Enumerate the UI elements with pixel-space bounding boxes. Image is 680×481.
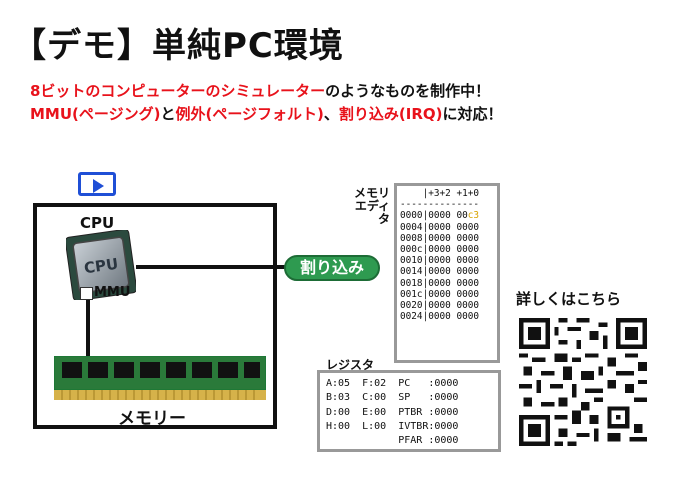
memory-row: 001c|0000 0000	[400, 288, 480, 300]
memory-address: 0010	[400, 255, 423, 267]
description-line-2: MMU(ページング)と例外(ページフォルト)、割り込み(IRQ)に対応！	[30, 103, 503, 124]
memory-address: 0004	[400, 221, 423, 233]
memory-cell-cursor[interactable]: c3	[467, 210, 480, 222]
memory-row: 0020|0000 0000	[400, 299, 480, 311]
memory-cell[interactable]: 0000	[456, 311, 480, 323]
qr-label: 詳しくはこちら	[516, 290, 622, 308]
irq-bus-line	[136, 265, 288, 269]
description-seg: 割り込み(IRQ)	[338, 105, 443, 123]
memory-module-icon	[54, 356, 266, 400]
register-row: D:00 E:00 PTBR :0000	[326, 406, 459, 418]
qr-code-icon[interactable]	[519, 318, 647, 446]
memory-address: 001c	[400, 288, 423, 300]
memory-editor-separator: --------------	[400, 199, 480, 211]
play-icon	[93, 179, 104, 193]
memory-row: 0010|0000 0000	[400, 255, 480, 267]
memory-editor-label-text: メモリ エディ タ	[353, 186, 390, 226]
memory-address: 0000	[400, 210, 423, 222]
memory-cell[interactable]: 0000	[456, 232, 480, 244]
memory-label: メモリー	[118, 409, 186, 429]
memory-cell[interactable]: 0000	[428, 288, 451, 300]
memory-cell[interactable]: 0000	[428, 210, 451, 222]
memory-address: 0014	[400, 266, 423, 278]
register-row: H:00 L:00 IVTBR:0000	[326, 420, 459, 432]
cpu-label: CPU	[80, 214, 115, 232]
memory-cell[interactable]: 0000	[428, 243, 451, 255]
memory-cell[interactable]: 0000	[428, 255, 451, 267]
memory-row: 0000|0000 00c3	[400, 210, 480, 222]
memory-cell[interactable]: 0000	[456, 277, 480, 289]
svg-text:CPU: CPU	[83, 255, 119, 278]
registers-panel: A:05 F:02 PC :0000 B:03 C:00 SP :0000 D:…	[317, 370, 501, 452]
description-seg: のようなものを制作中！	[325, 82, 491, 100]
memory-cell[interactable]: 0000	[428, 299, 451, 311]
computer-board	[33, 203, 277, 429]
register-row: A:05 F:02 PC :0000	[326, 378, 459, 389]
memory-row: 0008|0000 0000	[400, 232, 480, 244]
memory-cell[interactable]: 0000	[456, 288, 480, 300]
registers-label: レジスタ	[326, 358, 375, 372]
description-seg: に対応！	[442, 105, 503, 123]
memory-address: 0018	[400, 277, 423, 289]
memory-editor-label: メモリ エディ タ	[352, 187, 390, 226]
description-seg: 、	[323, 105, 339, 123]
memory-row: 0018|0000 0000	[400, 277, 480, 289]
memory-cell[interactable]: 0000	[456, 255, 480, 267]
description-seg: 8ビットのコンピューターのシミュレーター	[30, 82, 326, 100]
description-line-1: 8ビットのコンピューターのシミュレーターのようなものを制作中！	[30, 80, 490, 101]
memory-cell[interactable]: 0000	[456, 266, 480, 278]
memory-bus-line	[86, 300, 90, 358]
memory-row: 0004|0000 0000	[400, 221, 480, 233]
play-button[interactable]	[78, 172, 116, 196]
register-row: B:03 C:00 SP :0000	[326, 392, 459, 404]
description-seg: MMU(ページング)	[30, 105, 161, 123]
memory-editor-header: |+3+2 +1+0	[400, 188, 480, 199]
memory-cell[interactable]: 0000	[428, 221, 451, 233]
mmu-indicator	[80, 287, 93, 300]
memory-cell[interactable]: 0000	[456, 243, 480, 255]
mmu-label: MMU	[94, 285, 131, 300]
memory-row: 0024|0000 0000	[400, 311, 480, 323]
irq-button[interactable]: 割り込み	[284, 255, 380, 281]
memory-address: 0024	[400, 311, 423, 323]
memory-cell[interactable]: 0000	[428, 232, 451, 244]
memory-cell[interactable]: 0000	[428, 311, 451, 323]
description-seg: 例外(ページフォルト)	[175, 105, 324, 123]
memory-address: 0008	[400, 232, 423, 244]
memory-row: 000c|0000 0000	[400, 243, 480, 255]
memory-row: 0014|0000 0000	[400, 266, 480, 278]
memory-cell[interactable]: 0000	[456, 221, 480, 233]
register-row: PFAR :0000	[326, 435, 459, 447]
memory-cell[interactable]: 00	[456, 210, 468, 222]
cpu-chip-icon: CPU	[66, 230, 136, 300]
memory-cell[interactable]: 0000	[428, 266, 451, 278]
page-title: 【デモ】単純PC環境	[12, 26, 344, 66]
description-seg: と	[160, 105, 176, 123]
memory-editor-panel[interactable]: |+3+2 +1+0 -------------- 0000|0000 00c3…	[394, 183, 500, 363]
memory-address: 0020	[400, 299, 423, 311]
memory-address: 000c	[400, 243, 423, 255]
memory-cell[interactable]: 0000	[456, 299, 480, 311]
memory-cell[interactable]: 0000	[428, 277, 451, 289]
